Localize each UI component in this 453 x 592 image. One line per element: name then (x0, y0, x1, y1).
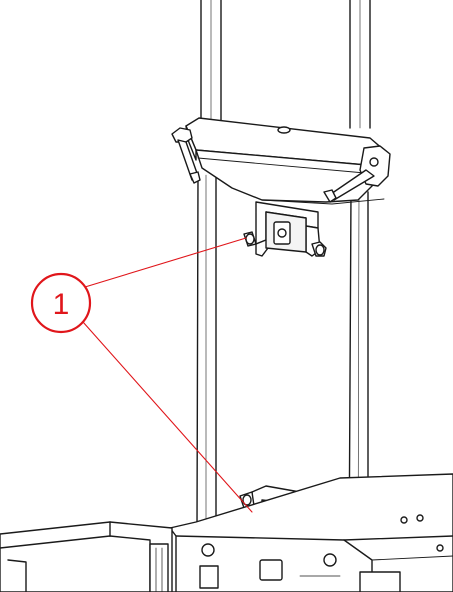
crosshead-right-lever (323, 145, 391, 203)
callout: 1 (30, 237, 253, 513)
upper-grip (243, 201, 327, 257)
callout-leader-upper (84, 237, 247, 288)
side-frame (0, 521, 173, 592)
callout-leader-lower (82, 321, 253, 513)
base-plate (169, 473, 453, 592)
callout-circle (30, 272, 92, 334)
callout-label: 1 (53, 288, 70, 321)
left-column (196, 0, 222, 529)
crosshead-left-lever (171, 127, 201, 184)
